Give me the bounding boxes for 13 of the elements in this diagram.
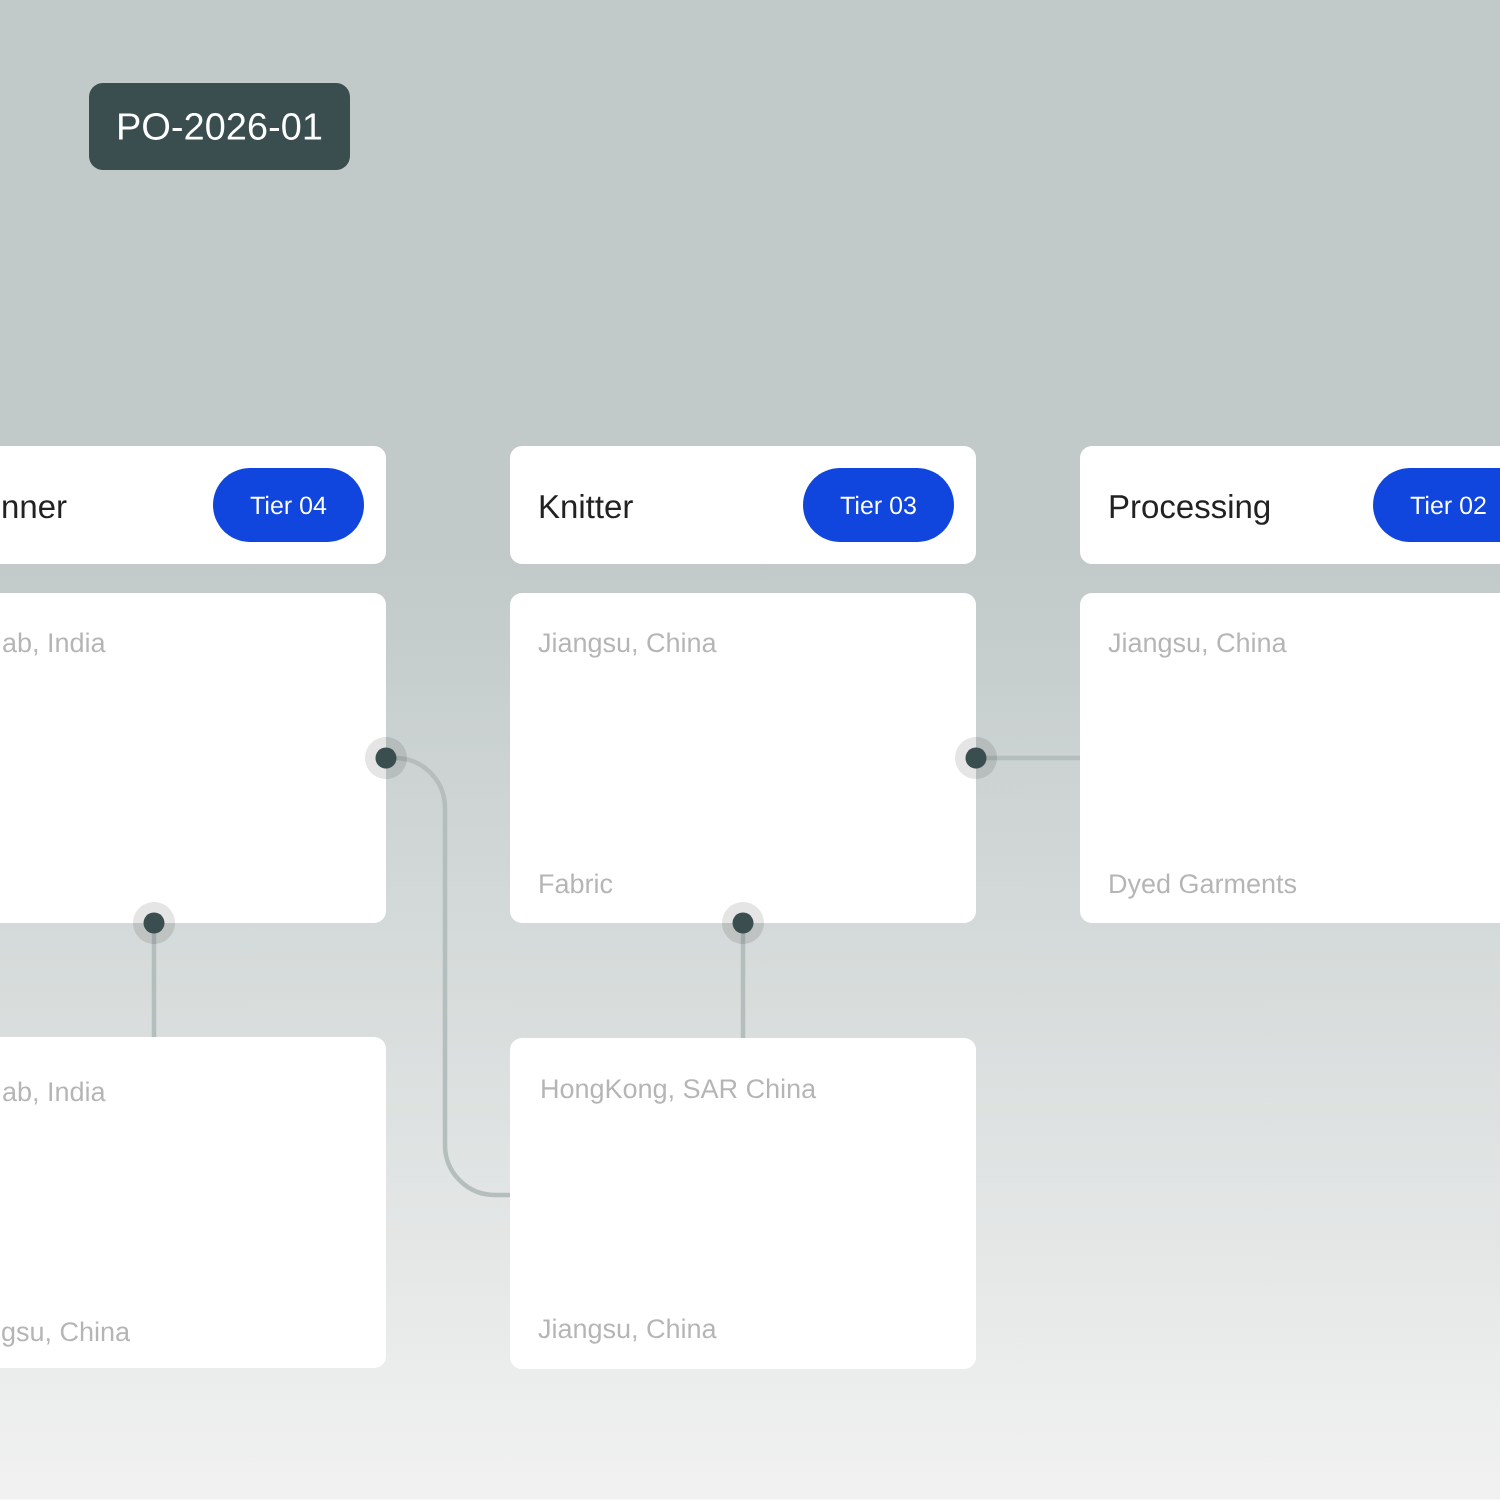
detail-text: gsu, China — [2, 1321, 131, 1347]
role-label: Processing — [1110, 494, 1270, 525]
location-text: Jiangsu, China — [1108, 632, 1287, 658]
detail-text: Jiangsu, China — [538, 1318, 717, 1344]
location-text: HongKong, SAR China — [542, 1078, 817, 1104]
role-label: nner — [3, 500, 67, 519]
order-badge: PO-2026-01 — [89, 83, 350, 170]
detail-text: Fabric — [540, 873, 613, 894]
location-text: ab, India — [3, 632, 106, 656]
detail-text: Dyed Garments — [1110, 873, 1297, 899]
role-label: Knitter — [540, 494, 633, 519]
location-text: Jiangsu, China — [538, 632, 717, 658]
location-text: ab, India — [3, 1081, 106, 1105]
